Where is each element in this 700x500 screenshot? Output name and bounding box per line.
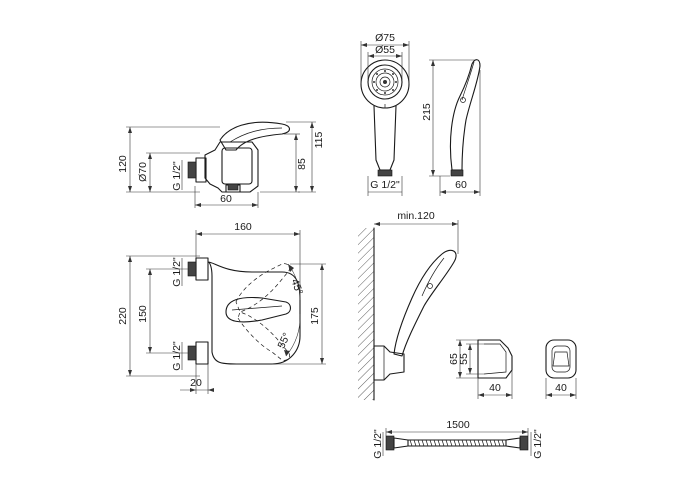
wall-hatch: [358, 228, 374, 400]
hand-shower-front: Ø75 Ø55 G 1/2": [360, 32, 410, 196]
lever-ghost-55: [237, 311, 290, 361]
dim-55: 55: [458, 353, 470, 365]
dim-150: 150: [137, 305, 149, 323]
dim-dia-55: Ø55: [375, 44, 395, 56]
hose-body: [407, 439, 507, 447]
top-view: 45° 55° 160 220 150 G 1/2" G 1/2": [117, 221, 326, 394]
dim-40-section: 40: [489, 382, 501, 394]
hose-nut-left: [393, 437, 409, 449]
lever-ghost-45: [235, 263, 290, 313]
dim-65: 65: [448, 353, 460, 365]
hose-thread-left: [385, 435, 395, 451]
dim-dia-75: Ø75: [375, 32, 395, 44]
lever-edge: [229, 127, 283, 143]
mixer-cartridge-housing: [221, 147, 253, 185]
front-view: 120 Ø70 G 1/2" 60 85 115: [117, 121, 325, 208]
nozzle-ring: [373, 70, 397, 94]
outlet-thread: [227, 183, 239, 191]
dim-40-front: 40: [555, 382, 567, 394]
dim-85: 85: [296, 158, 308, 170]
shower-in-holder: [393, 249, 457, 357]
holder-section: [477, 339, 513, 379]
angle-45: 45°: [288, 277, 305, 296]
dim-115: 115: [313, 131, 325, 148]
thread-label-top: G 1/2": [171, 257, 183, 287]
hose-thread-label-left: G 1/2": [372, 429, 384, 459]
inlet-thread-bottom: [187, 345, 197, 361]
inlet-thread-top: [187, 261, 197, 277]
dim-60-front: 60: [220, 193, 232, 205]
angle-55: 55°: [275, 331, 293, 350]
mixer-body-top: [207, 261, 301, 365]
holder-front: [545, 339, 577, 379]
wall-holder: [373, 345, 405, 381]
dim-120: 120: [117, 155, 129, 173]
dim-min-120: min.120: [397, 210, 435, 222]
dim-20: 20: [190, 377, 202, 389]
dim-thread-shower: G 1/2": [370, 179, 400, 191]
dim-dia-70: Ø70: [137, 162, 149, 182]
inlet-nut-top: [195, 257, 209, 281]
hand-shower-side: 215 60: [421, 59, 481, 196]
dim-thread-g12: G 1/2": [171, 161, 183, 191]
hose-thread-right: [519, 435, 529, 451]
thread-connector: [187, 161, 197, 179]
dim-60-shower: 60: [455, 179, 467, 191]
dim-160: 160: [234, 221, 252, 233]
hose-nut-right: [505, 437, 521, 449]
side-thread: [450, 169, 464, 177]
thread-label-bottom: G 1/2": [171, 341, 183, 371]
shower-side-profile: [449, 59, 481, 171]
dim-175: 175: [309, 307, 321, 325]
dim-215: 215: [421, 103, 433, 121]
shower-handle-front: [373, 105, 397, 171]
dim-220: 220: [117, 307, 129, 325]
hose-thread-label-right: G 1/2": [532, 429, 544, 459]
wall-mount-view: min.120 65 55 40 4: [358, 210, 577, 401]
inlet-nut-bottom: [195, 341, 209, 365]
lever-side: [219, 121, 291, 151]
hose-view: 1500 G 1/2" G 1/2": [372, 419, 544, 459]
mixer-body-side: [204, 141, 259, 193]
shower-thread: [377, 169, 393, 177]
shower-head-inner: [367, 64, 403, 100]
dim-1500: 1500: [446, 419, 470, 431]
